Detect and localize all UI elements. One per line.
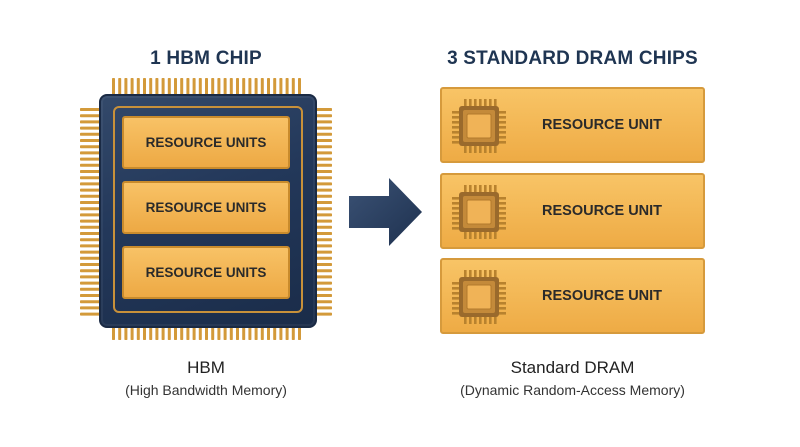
hbm-caption-subtitle: (High Bandwidth Memory) <box>125 382 287 398</box>
dram-chip-row-1: RESOURCE UNIT <box>440 87 705 163</box>
dram-chip-icon <box>452 99 506 153</box>
hbm-chip-inner-border <box>113 106 303 313</box>
hbm-resource-unit-1: RESOURCE UNITS <box>122 116 290 169</box>
dram-resource-unit-label: RESOURCE UNIT <box>542 203 663 219</box>
hbm-heading: 1 HBM CHIP <box>150 48 262 69</box>
dram-chip-icon <box>452 185 506 239</box>
dram-chip-row-2: RESOURCE UNIT <box>440 173 705 249</box>
dram-heading: 3 STANDARD DRAM CHIPS <box>447 48 698 69</box>
dram-chip-icon <box>452 270 506 324</box>
hbm-caption: HBM <box>187 358 225 377</box>
right-arrow-icon <box>349 178 422 246</box>
dram-caption: Standard DRAM <box>510 358 635 377</box>
dram-resource-unit-label: RESOURCE UNIT <box>542 288 663 304</box>
dram-resource-unit-label: RESOURCE UNIT <box>542 117 663 133</box>
hbm-resource-unit-2: RESOURCE UNITS <box>122 181 290 234</box>
dram-caption-subtitle: (Dynamic Random-Access Memory) <box>460 382 685 398</box>
hbm-resource-unit-3: RESOURCE UNITS <box>122 246 290 299</box>
dram-chip-row-3: RESOURCE UNIT <box>440 258 705 334</box>
